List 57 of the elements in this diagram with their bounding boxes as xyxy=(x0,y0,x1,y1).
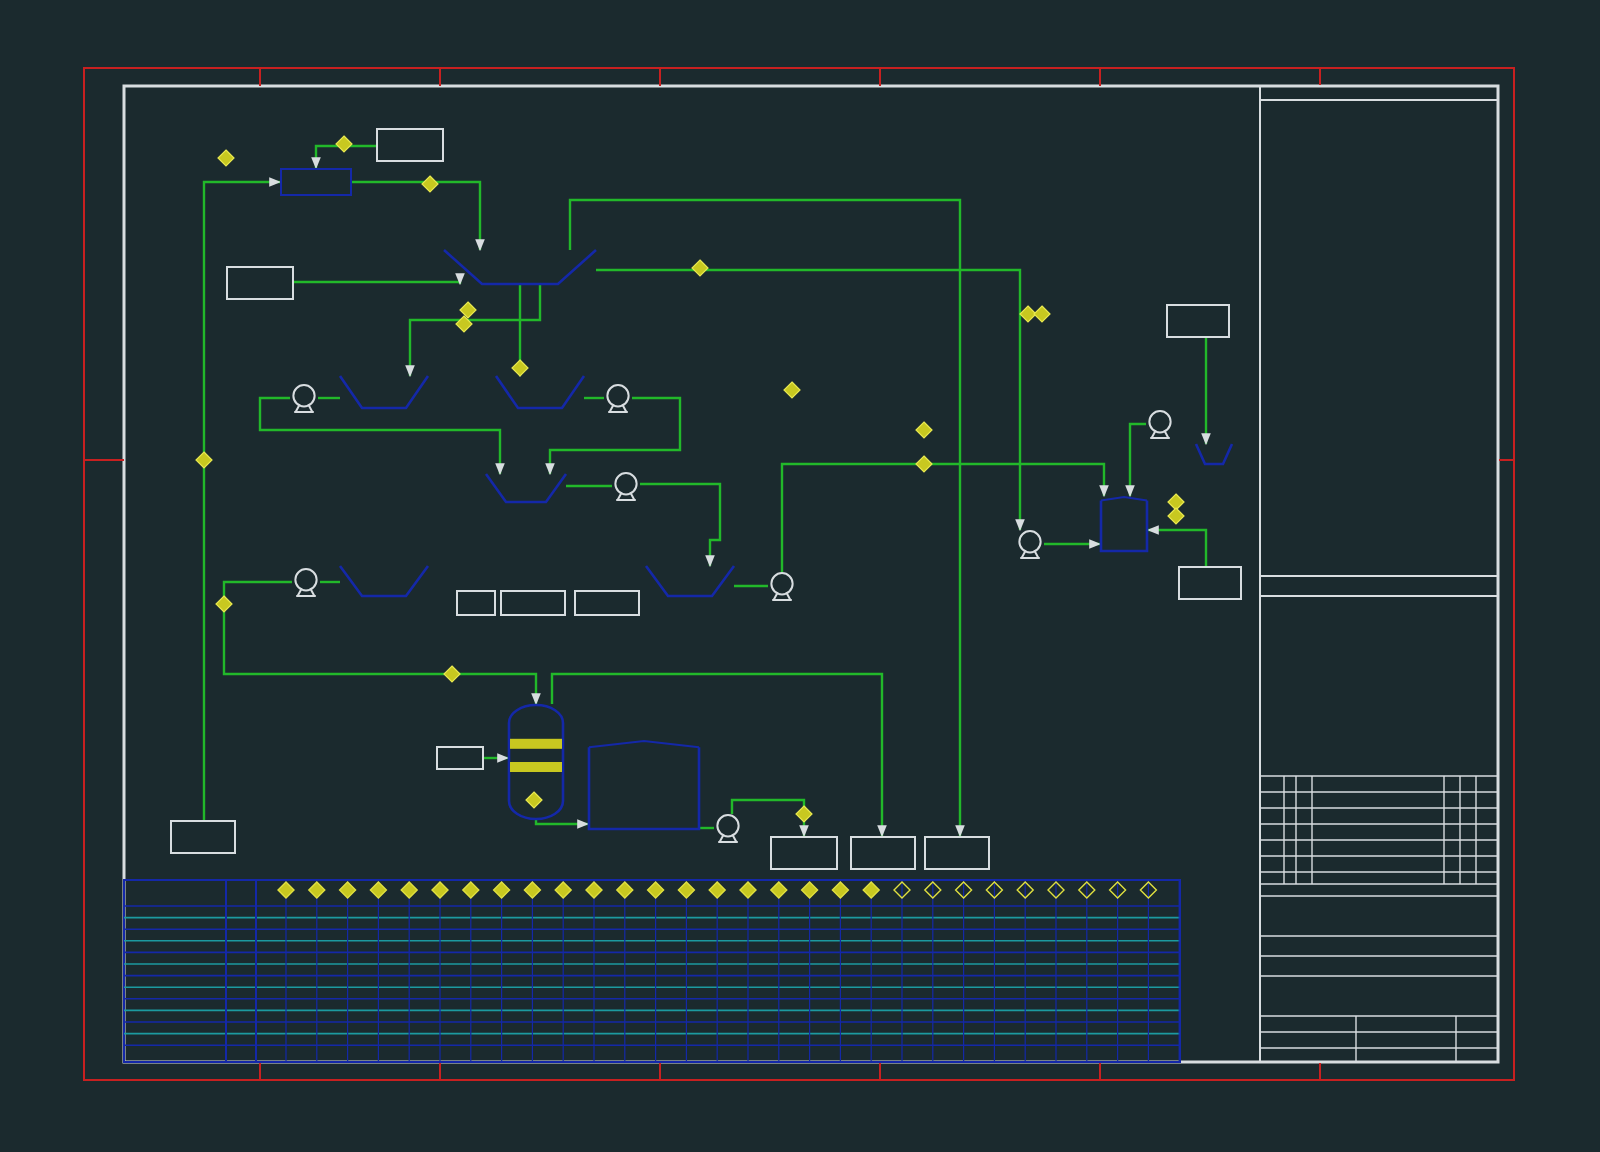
pipe-line xyxy=(311,144,376,170)
pipe-line xyxy=(1146,525,1208,566)
pump-symbol xyxy=(604,384,632,412)
pipe-line xyxy=(405,284,542,378)
label-box xyxy=(226,266,294,300)
label-box xyxy=(850,836,916,870)
pump-symbol xyxy=(292,568,320,596)
pipe-line xyxy=(484,753,510,763)
label-box xyxy=(500,590,566,616)
hopper-symbol xyxy=(340,376,428,408)
label-box xyxy=(456,590,496,616)
hopper-symbol xyxy=(444,250,596,284)
pipe-line xyxy=(222,580,541,706)
pipe-line xyxy=(318,396,340,400)
pump-symbol xyxy=(1016,530,1044,558)
hopper-symbol xyxy=(340,566,428,596)
pipe-line xyxy=(550,672,887,838)
column-vessel xyxy=(508,704,564,820)
tank-vessel xyxy=(588,740,700,830)
pump-symbol xyxy=(714,814,742,842)
hopper-symbol xyxy=(646,566,734,596)
label-box xyxy=(770,836,838,870)
label-box xyxy=(1166,304,1230,338)
pipe-line xyxy=(640,482,722,568)
label-box xyxy=(280,168,352,196)
pipe-line xyxy=(780,462,1109,572)
pipe-line xyxy=(566,484,612,488)
pipe-line xyxy=(584,396,604,400)
pipe-line xyxy=(534,819,590,829)
pipe-line xyxy=(1044,539,1102,549)
pump-symbol xyxy=(768,572,796,600)
pipe-line xyxy=(294,273,465,286)
label-box xyxy=(574,590,640,616)
pipe-line xyxy=(545,396,682,476)
pipe-line xyxy=(202,177,282,820)
label-box xyxy=(170,820,236,854)
hopper-symbol xyxy=(486,474,566,502)
pipe-line xyxy=(320,580,340,584)
pipe-line xyxy=(1125,422,1146,498)
hopper-symbol xyxy=(496,376,584,408)
tank-vessel xyxy=(1100,496,1148,552)
pump-symbol xyxy=(612,472,640,500)
label-box xyxy=(1178,566,1242,600)
pipe-line xyxy=(258,396,505,476)
label-box xyxy=(924,836,990,870)
pipe-line xyxy=(730,798,809,838)
pipe-line xyxy=(734,584,768,588)
pipe-line xyxy=(1201,338,1211,446)
pipe-line xyxy=(352,180,485,252)
pipe-line xyxy=(700,826,714,830)
hopper-symbol xyxy=(1196,444,1232,464)
pipe-line xyxy=(596,268,1025,532)
pipe-line xyxy=(568,198,965,838)
pump-symbol xyxy=(1146,410,1174,438)
label-box xyxy=(376,128,444,162)
label-box xyxy=(436,746,484,770)
pump-symbol xyxy=(290,384,318,412)
